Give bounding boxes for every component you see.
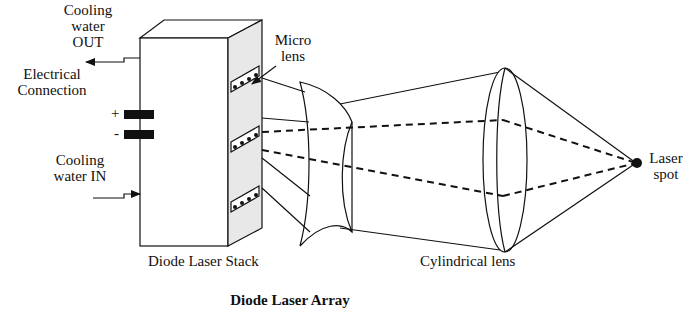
- part-label: Micro lens: [268, 32, 318, 64]
- part-label: Diode Laser Stack: [148, 253, 259, 269]
- emitter-dot: [247, 137, 251, 141]
- emitter-dot: [247, 77, 251, 81]
- part-label: Cooling water OUT: [58, 2, 118, 50]
- emitter-dot: [240, 141, 244, 145]
- emitter-dot: [254, 73, 258, 77]
- part-label: Electrical Connection: [2, 66, 102, 98]
- emitter-dot: [254, 133, 258, 137]
- emitter-dot: [254, 193, 258, 197]
- emitter-dot: [233, 145, 237, 149]
- emitter-dot: [240, 81, 244, 85]
- part-label: Laser spot: [644, 150, 688, 182]
- part-label: -: [114, 125, 119, 141]
- part-label: +: [111, 105, 119, 121]
- emitter-dot: [233, 205, 237, 209]
- part-label: Cylindrical lens: [420, 253, 515, 269]
- figure-caption: Diode Laser Array: [230, 292, 350, 308]
- part-label: Cooling water IN: [50, 152, 110, 184]
- emitter-dot: [247, 197, 251, 201]
- emitter-dot: [240, 201, 244, 205]
- emitter-dot: [233, 85, 237, 89]
